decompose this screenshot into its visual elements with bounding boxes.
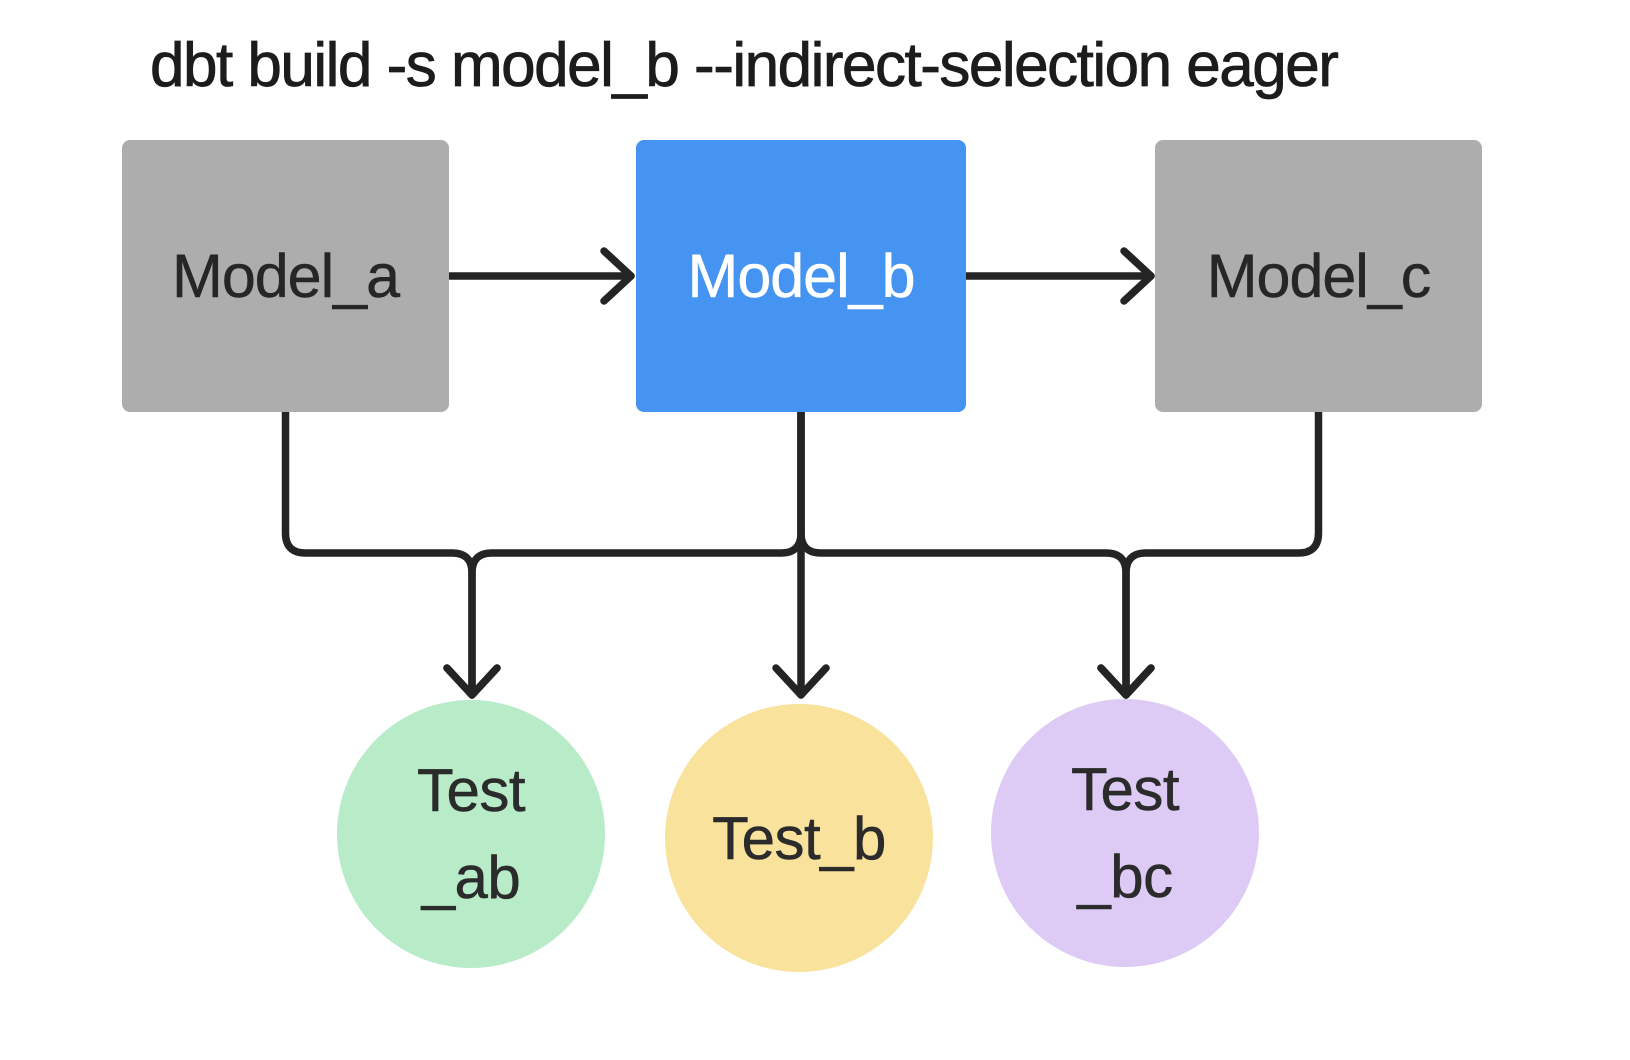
edge-model_b-test_bc xyxy=(797,408,1155,699)
diagram-title: dbt build -s model_b --indirect-selectio… xyxy=(150,31,1340,101)
node-test-ab: Test _ab xyxy=(337,700,605,968)
node-model-c: Model_c xyxy=(1155,140,1482,412)
node-model-c-label: Model_c xyxy=(1206,242,1431,311)
node-test-b: Test_b xyxy=(665,704,933,972)
node-test-ab-label-line1: Test xyxy=(416,757,526,825)
node-model-b: Model_b xyxy=(636,140,966,412)
node-model-a-label: Model_a xyxy=(172,242,401,311)
node-model-a: Model_a xyxy=(122,140,449,412)
node-test-b-label-line1: Test_b xyxy=(712,804,887,872)
edge-model_a-test_ab xyxy=(281,408,501,699)
node-test-bc: Test _bc xyxy=(991,699,1259,967)
edge-model_c-test_bc xyxy=(1097,408,1323,699)
node-test-bc-label-line1: Test xyxy=(1070,756,1180,824)
node-test-ab-label-line2: _ab xyxy=(421,844,521,912)
edge-model_b-test_ab xyxy=(443,408,805,699)
node-model-b-label: Model_b xyxy=(687,242,916,311)
node-test-bc-label-line2: _bc xyxy=(1077,843,1173,911)
